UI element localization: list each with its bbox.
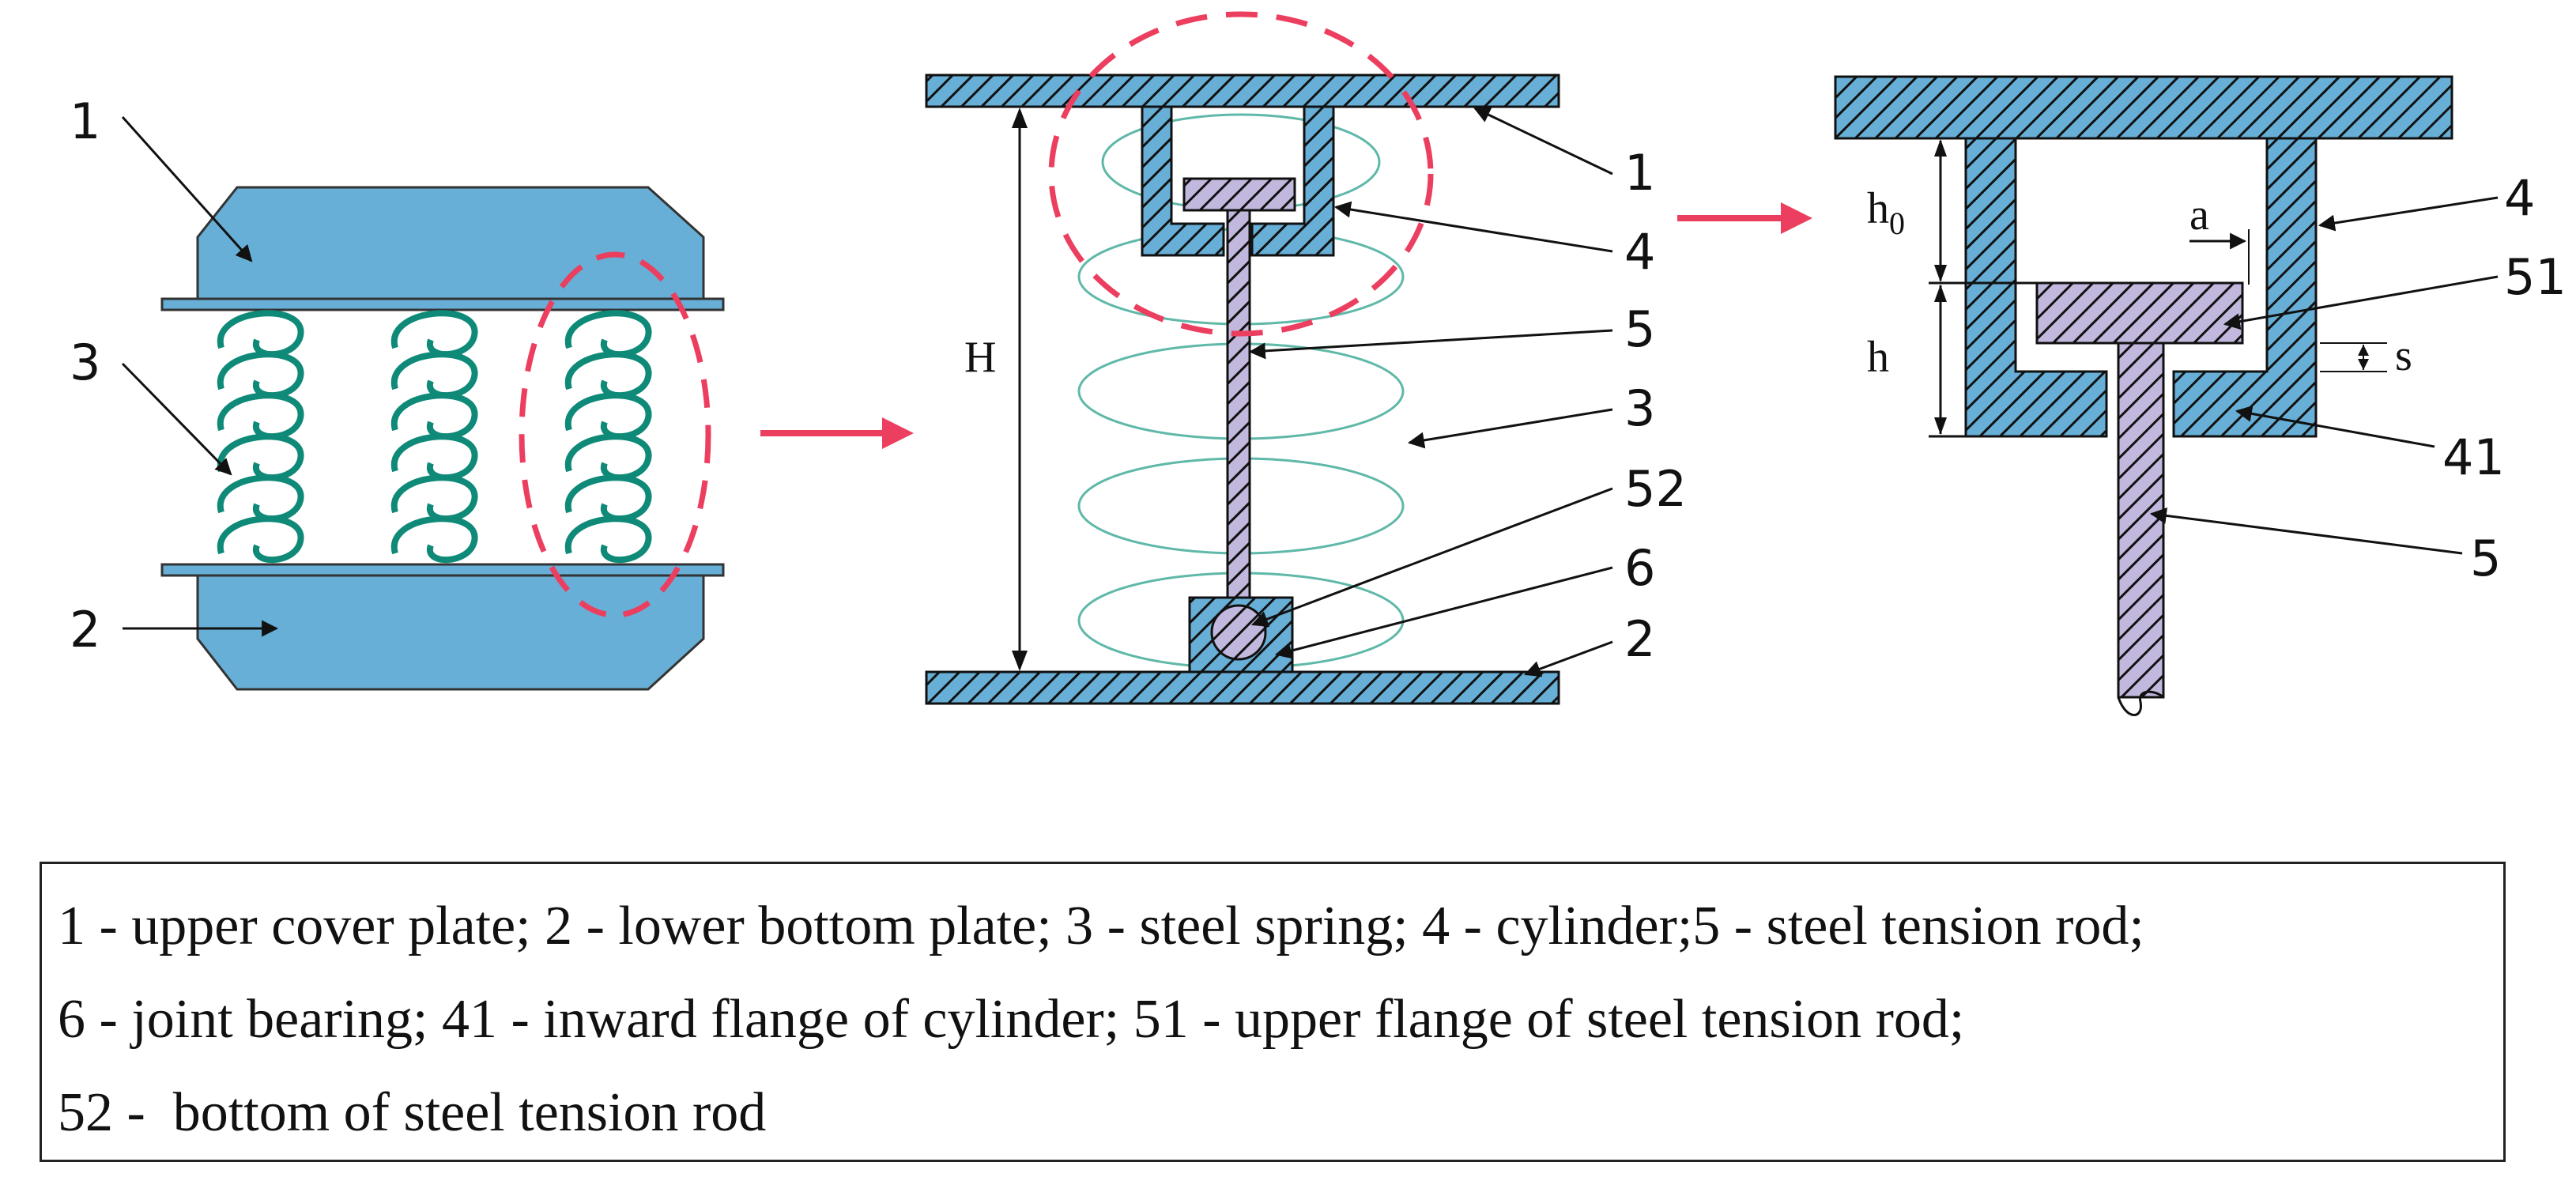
left-isolator-view: 1 3 2: [70, 92, 725, 691]
highlight-ellipse: [519, 251, 711, 618]
leader-right-51: [2223, 275, 2499, 330]
label-middle-3: 3: [1624, 379, 1655, 437]
dim-h-arrow-bot: [1934, 417, 1947, 435]
lower-bottom-plate: [925, 670, 1560, 705]
height-arrow-top: [1012, 108, 1028, 128]
legend-box: 1 - upper cover plate; 2 - lower bottom …: [40, 862, 2506, 1162]
steel-tension-rod: [2117, 341, 2165, 699]
cylinder-left-wall: [1141, 105, 1225, 257]
leader-right-4: [2318, 196, 2499, 232]
spring-coil: [390, 310, 478, 564]
dim-h0-main: h: [1867, 184, 1889, 233]
rod-break-mark: [2117, 690, 2164, 716]
spring-coil: [564, 310, 652, 564]
dim-h0-arrow-bot: [1934, 265, 1947, 282]
upper-cover-plate: [925, 74, 1560, 108]
upper-cover-plate: [196, 186, 705, 302]
leader-line-1: [121, 115, 253, 262]
label-middle-5: 5: [1624, 300, 1655, 358]
label-middle-2: 2: [1624, 610, 1655, 668]
leader-line-3: [121, 362, 232, 476]
label-middle-52: 52: [1624, 460, 1687, 518]
dim-h0-subscript: 0: [1889, 206, 1905, 241]
label-right-41: 41: [2442, 428, 2505, 486]
label-1: 1: [70, 92, 100, 150]
dim-h-label: h: [1867, 333, 1889, 382]
steel-springs: [217, 310, 652, 564]
leader-right-5: [2149, 507, 2463, 555]
dim-h0-label: h0: [1867, 184, 1905, 241]
label-middle-6: 6: [1624, 539, 1655, 597]
legend-line-1: 1 - upper cover plate; 2 - lower bottom …: [58, 896, 2144, 956]
rod-bottom-ball: [1210, 604, 1267, 661]
height-label-bg: [960, 330, 1008, 386]
spring-coil: [217, 310, 304, 564]
leader-middle-2: [1524, 640, 1613, 677]
height-arrow-bottom: [1012, 651, 1028, 671]
leader-middle-5: [1248, 329, 1613, 360]
steel-tension-rod: [1226, 209, 1251, 615]
label-middle-4: 4: [1624, 223, 1655, 281]
cylinder-right-wall: [2172, 137, 2318, 438]
rod-upper-flange: [1182, 177, 1296, 212]
height-label: H: [964, 333, 996, 382]
lower-bottom-plate: [196, 574, 705, 691]
leader-middle-4: [1333, 201, 1613, 253]
lower-plate-rim: [160, 563, 725, 577]
dim-s-arrow-top: [2358, 345, 2369, 356]
dim-a-label: a: [2189, 191, 2209, 240]
dim-s-label: s: [2395, 331, 2412, 380]
leader-right-41: [2235, 406, 2435, 448]
dim-h-arrow-top: [1934, 285, 1947, 302]
label-2: 2: [70, 601, 100, 658]
label-right-4: 4: [2504, 169, 2535, 227]
leader-middle-6: [1274, 566, 1613, 659]
leader-middle-3: [1407, 408, 1613, 449]
label-right-51: 51: [2504, 248, 2567, 306]
upper-plate-rim: [160, 297, 725, 311]
upper-cover-plate: [1834, 75, 2453, 140]
label-middle-1: 1: [1624, 144, 1655, 202]
leader-middle-52: [1251, 487, 1613, 628]
leader-middle-1: [1473, 107, 1613, 175]
legend-line-3: 52 - bottom of steel tension rod: [58, 1082, 767, 1143]
label-right-5: 5: [2470, 530, 2501, 587]
rod-upper-flange: [2035, 281, 2244, 345]
dim-s-arrow-bot: [2358, 359, 2369, 370]
middle-section-view: H 1 4 5 3 52 6 2: [925, 11, 1687, 705]
highlight-circle: [1048, 11, 1434, 337]
cylinder-right-wall: [1250, 105, 1335, 257]
legend-line-2: 6 - joint bearing; 41 - inward flange of…: [58, 989, 1965, 1050]
dim-h0-arrow-top: [1934, 139, 1947, 157]
label-3: 3: [70, 334, 100, 391]
right-detail-view: h0 h a s 4 51 41 5: [1834, 75, 2567, 716]
